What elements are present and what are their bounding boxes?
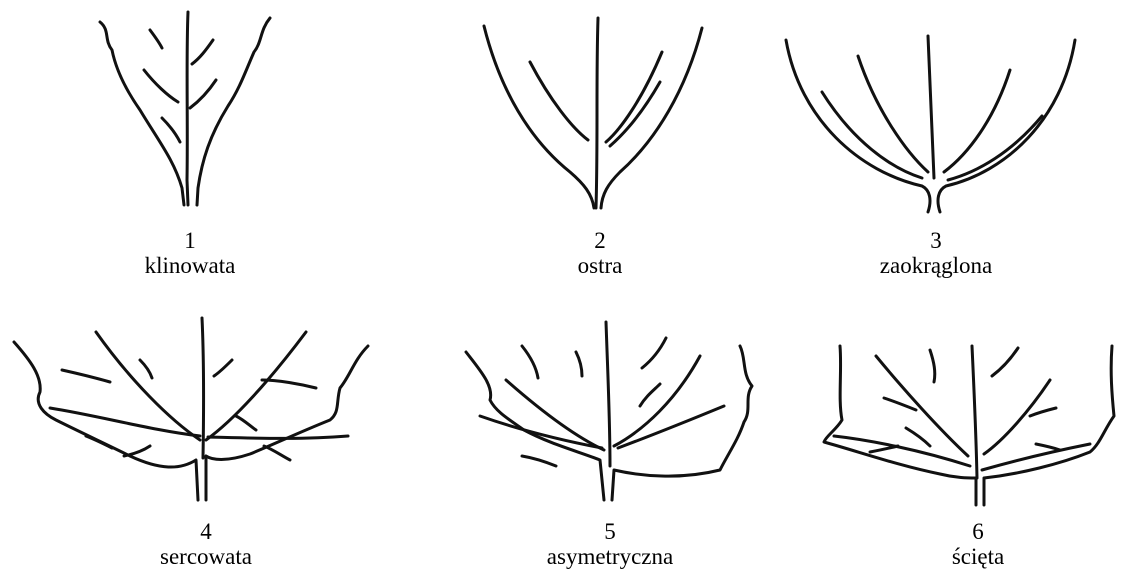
leaf-drawing-2-acute	[484, 18, 702, 208]
leaf-drawing-6-truncate	[824, 346, 1114, 505]
caption-5: 5 asymetryczna	[490, 519, 730, 569]
figure-number-5: 5	[490, 519, 730, 544]
figure-label-3: zaokrąglona	[816, 253, 1056, 278]
caption-3: 3 zaokrąglona	[816, 228, 1056, 278]
figure-number-3: 3	[816, 228, 1056, 253]
figure-label-6: ścięta	[858, 544, 1098, 569]
figure-number-4: 4	[86, 519, 326, 544]
caption-4: 4 sercowata	[86, 519, 326, 569]
leaf-drawing-4-cordate	[14, 318, 368, 500]
figure-label-5: asymetryczna	[490, 544, 730, 569]
figure-label-4: sercowata	[86, 544, 326, 569]
caption-6: 6 ścięta	[858, 519, 1098, 569]
caption-2: 2 ostra	[480, 228, 720, 278]
caption-1: 1 klinowata	[70, 228, 310, 278]
figure-number-6: 6	[858, 519, 1098, 544]
figure-label-2: ostra	[480, 253, 720, 278]
figure-number-2: 2	[480, 228, 720, 253]
leaf-drawing-5-oblique	[466, 322, 752, 500]
leaf-drawing-3-rounded	[786, 36, 1075, 212]
figure-label-1: klinowata	[70, 253, 310, 278]
leaf-drawing-1-cuneate	[100, 12, 270, 205]
figure-number-1: 1	[70, 228, 310, 253]
